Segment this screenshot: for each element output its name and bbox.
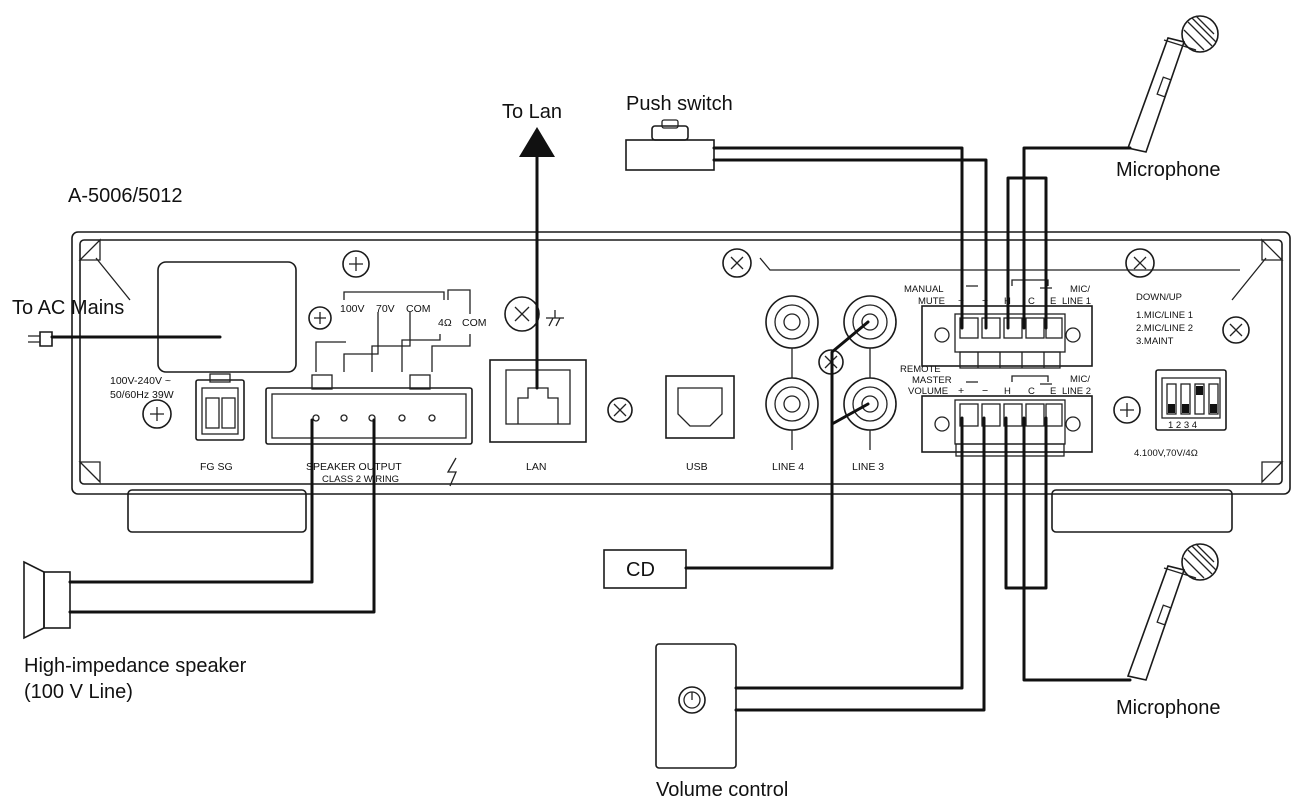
- tap-100v-label: 100V: [340, 303, 365, 315]
- to-lan-label: To Lan: [502, 101, 562, 123]
- mic-line1-a: MIC/: [1070, 284, 1090, 295]
- screw-icon: [142, 399, 172, 429]
- option3-label: 3.MAINT: [1136, 336, 1174, 347]
- screw-icon: [607, 397, 633, 423]
- tap-com-label: COM: [406, 303, 431, 315]
- rca-jack-line4-lower[interactable]: [765, 377, 819, 431]
- c1-label: C: [1028, 296, 1035, 307]
- down-up-label: DOWN/UP: [1136, 292, 1182, 303]
- mic-line1-terminal[interactable]: [921, 305, 1093, 369]
- minus1-label: −: [982, 295, 988, 307]
- rear-panel: [71, 231, 1291, 533]
- dip-switch[interactable]: [1155, 369, 1227, 431]
- usb-label: USB: [686, 461, 708, 473]
- ac-plug-icon: [28, 331, 53, 347]
- rca-jack-line3-lower[interactable]: [843, 377, 897, 431]
- screw-icon: [1125, 248, 1155, 278]
- volume-control-label: Volume control: [656, 779, 788, 801]
- speaker-label-1: High-impedance speaker: [24, 655, 247, 677]
- speaker-output-terminal[interactable]: [265, 289, 473, 445]
- to-ac-mains-label: To AC Mains: [12, 297, 124, 319]
- rca-jack-line3-upper[interactable]: [843, 295, 897, 349]
- model-label: A-5006/5012: [68, 185, 183, 207]
- volume-control-icon: [655, 643, 737, 769]
- tap-70v-label: 70V: [376, 303, 395, 315]
- e2-label: E: [1050, 386, 1056, 397]
- speaker-output-label: SPEAKER OUTPUT: [306, 461, 402, 473]
- dip-note: 4.100V,70V/4Ω: [1134, 448, 1198, 459]
- wiring: [50, 127, 1132, 712]
- mic-line1-b: LINE 1: [1062, 296, 1091, 307]
- volume-label: VOLUME: [908, 386, 948, 397]
- plus1-label: +: [958, 295, 964, 307]
- microphone-top-label: Microphone: [1116, 159, 1221, 181]
- screw-icon: [1113, 396, 1141, 424]
- plus2-label: +: [958, 385, 964, 397]
- manual-label: MANUAL: [904, 284, 944, 295]
- mic-line2-a: MIC/: [1070, 374, 1090, 385]
- fg-sg-terminal[interactable]: [195, 373, 245, 441]
- line4-label: LINE 4: [772, 461, 804, 473]
- remote-label: REMOTE: [900, 364, 941, 375]
- option1-label: 1.MIC/LINE 1: [1136, 310, 1193, 321]
- line3-label: LINE 3: [852, 461, 884, 473]
- tap-com2-label: COM: [462, 317, 487, 329]
- usb-port[interactable]: [665, 375, 735, 439]
- microphone-bottom-icon: [1126, 543, 1219, 681]
- rca-jack-line4-upper[interactable]: [765, 295, 819, 349]
- screw-icon: [1222, 316, 1250, 344]
- c2-label: C: [1028, 386, 1035, 397]
- screw-icon: [722, 248, 752, 278]
- master-label: MASTER: [912, 375, 952, 386]
- mic-line2-b: LINE 2: [1062, 386, 1091, 397]
- e1-label: E: [1050, 296, 1056, 307]
- caution-bolt-icon: [446, 457, 457, 487]
- cd-label: CD: [626, 559, 655, 581]
- push-switch-label: Push switch: [626, 93, 733, 115]
- push-switch-icon: [625, 119, 715, 171]
- dip-numbers: 1 2 3 4: [1168, 420, 1197, 431]
- screw-icon: [342, 250, 370, 278]
- h2-label: H: [1004, 386, 1011, 397]
- class2-wiring-label: CLASS 2 WIRING: [322, 474, 399, 485]
- screw-icon: [308, 306, 332, 330]
- power-rating-2: 50/60Hz 39W: [110, 389, 174, 401]
- ground-screw-icon: [504, 296, 564, 332]
- microphone-top-icon: [1126, 15, 1219, 153]
- option2-label: 2.MIC/LINE 2: [1136, 323, 1193, 334]
- fg-sg-label: FG SG: [200, 461, 233, 473]
- speaker-label-2: (100 V Line): [24, 681, 133, 703]
- microphone-bottom-label: Microphone: [1116, 697, 1221, 719]
- mute-label: MUTE: [918, 296, 945, 307]
- tap-4ohm-label: 4Ω: [438, 317, 452, 329]
- lan-label: LAN: [526, 461, 546, 473]
- h1-label: H: [1004, 296, 1011, 307]
- minus2-label: −: [982, 385, 988, 397]
- power-rating-1: 100V-240V ~: [110, 375, 171, 387]
- speaker-horn-icon: [23, 560, 71, 640]
